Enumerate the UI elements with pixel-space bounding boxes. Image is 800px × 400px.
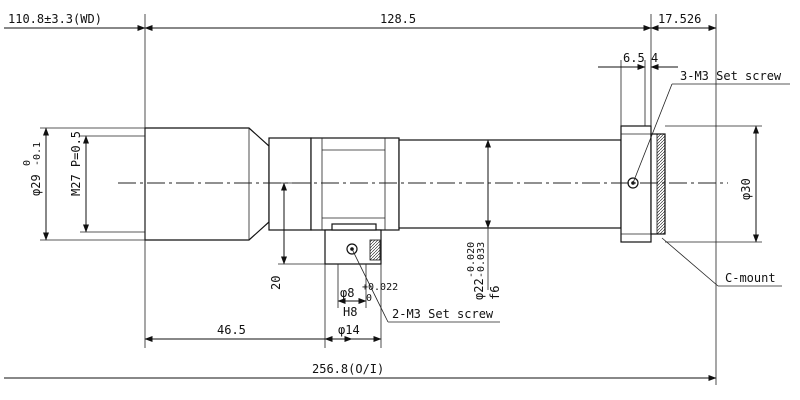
callout-top-screw: 3-M3 Set screw bbox=[680, 69, 782, 83]
pin-dimensions: 20 φ8 +0.022 0 H8 2-M3 Set screw φ14 46.… bbox=[144, 182, 500, 348]
dim-mount-length: 17.526 bbox=[658, 12, 701, 26]
lens-body bbox=[144, 125, 666, 243]
dim-thread-diameter: φ29 bbox=[29, 174, 43, 196]
dim-thread-tol-upper: 0 bbox=[22, 160, 33, 166]
callout-c-mount: C-mount bbox=[725, 271, 776, 285]
c-mount-ring bbox=[620, 125, 652, 243]
neck-tube bbox=[268, 137, 312, 231]
pin-clamp bbox=[324, 223, 382, 265]
dim-screw-offset-b: 4 bbox=[651, 51, 658, 65]
dim-pin-fit: H8 bbox=[343, 305, 357, 319]
dim-collar-diameter: φ14 bbox=[338, 323, 360, 337]
left-dimensions: φ29 0 -0.1 M27 P=0.5 bbox=[22, 127, 145, 241]
mount-block bbox=[310, 137, 400, 231]
rear-tube bbox=[398, 139, 622, 229]
dim-screw-offset-a: 6.5 bbox=[623, 51, 645, 65]
dim-pin-tol-lower: 0 bbox=[366, 293, 372, 304]
dim-body-length: 128.5 bbox=[380, 12, 416, 26]
dim-pin-diameter: φ8 bbox=[340, 286, 354, 300]
dim-mount-diameter: φ30 bbox=[739, 178, 753, 200]
dim-shaft-tol-lower: -0.033 bbox=[476, 242, 487, 278]
dim-pin-tol-upper: +0.022 bbox=[362, 282, 398, 293]
shaft-dimension: φ22 -0.020 -0.033 f6 bbox=[466, 139, 502, 300]
dim-pin-height: 20 bbox=[269, 276, 283, 290]
top-dimensions: 110.8±3.3(WD) 128.5 17.526 6.5 4 3-M3 Se… bbox=[4, 12, 790, 385]
callout-bottom-screw: 2-M3 Set screw bbox=[392, 307, 494, 321]
dim-working-distance: 110.8±3.3(WD) bbox=[8, 12, 102, 26]
dim-collar-position: 46.5 bbox=[217, 323, 246, 337]
overall-dimension: 256.8(O/I) bbox=[4, 362, 717, 381]
dim-overall-length: 256.8(O/I) bbox=[312, 362, 384, 376]
dim-shaft-diameter: φ22 bbox=[472, 278, 486, 300]
dim-shaft-tol-upper: -0.020 bbox=[466, 242, 477, 278]
dim-shaft-fit: f6 bbox=[488, 286, 502, 300]
dim-thread-spec: M27 P=0.5 bbox=[69, 131, 83, 196]
dim-thread-tol-lower: -0.1 bbox=[32, 142, 43, 166]
right-dimensions: φ30 C-mount bbox=[661, 125, 782, 287]
front-barrel bbox=[144, 127, 270, 241]
